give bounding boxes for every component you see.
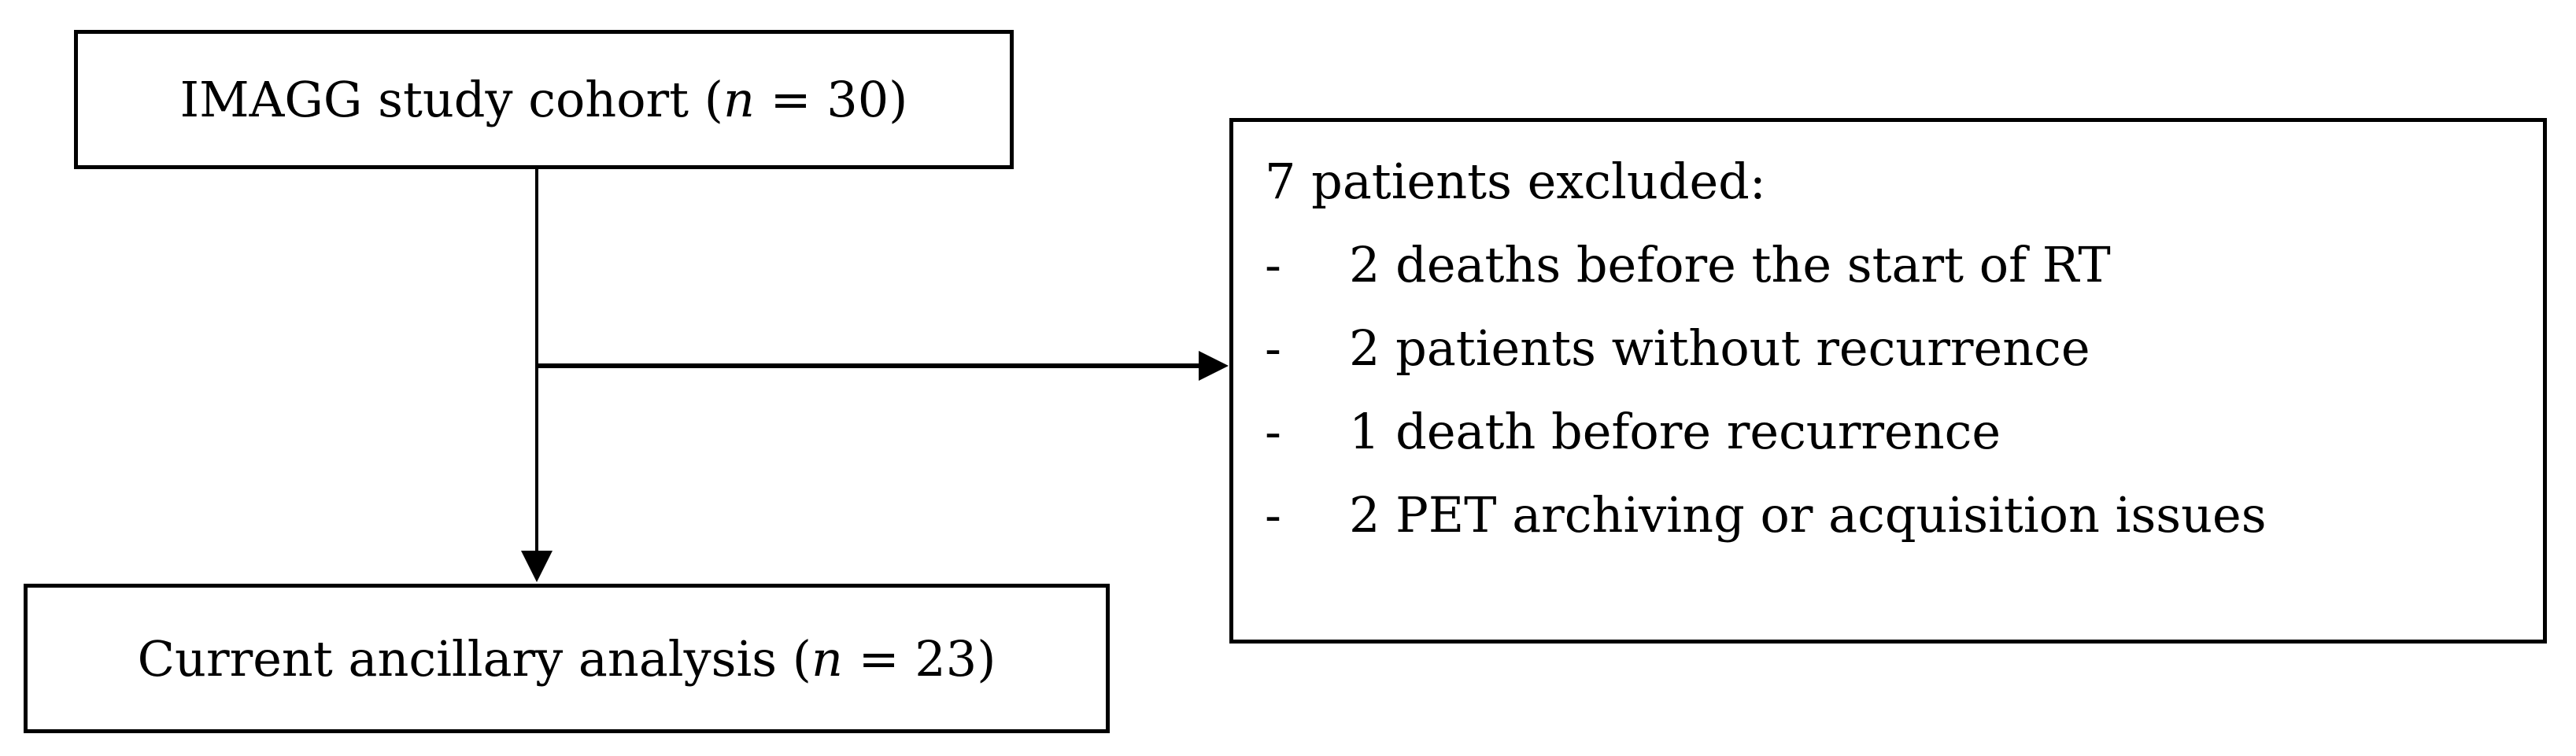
excluded-item: - 1 death before recurrence bbox=[1265, 389, 2523, 473]
excluded-item-text: 2 deaths before the start of RT bbox=[1349, 235, 2111, 293]
cohort-label-prefix: IMAGG study cohort ( bbox=[179, 71, 723, 128]
right-arrowhead bbox=[1199, 351, 1229, 381]
vertical-connector-line bbox=[535, 169, 538, 552]
excluded-item-text: 2 patients without recurrence bbox=[1349, 319, 2090, 377]
excluded-item-bullet: - bbox=[1265, 485, 1281, 544]
down-arrowhead bbox=[521, 551, 553, 582]
analysis-box-label: Current ancillary analysis (n = 23) bbox=[138, 630, 996, 688]
analysis-label-suffix: = 23) bbox=[842, 629, 996, 688]
excluded-item-text: 1 death before recurrence bbox=[1349, 402, 2001, 460]
cohort-label-suffix: = 30) bbox=[754, 71, 908, 128]
excluded-item-bullet: - bbox=[1265, 235, 1281, 293]
cohort-box-label: IMAGG study cohort (n = 30) bbox=[180, 71, 908, 128]
excluded-box-content: 7 patients excluded: - 2 deaths before t… bbox=[1233, 122, 2543, 556]
excluded-item: - 2 deaths before the start of RT bbox=[1265, 223, 2523, 306]
analysis-n-symbol: n bbox=[811, 629, 843, 688]
analysis-label-prefix: Current ancillary analysis ( bbox=[137, 629, 811, 688]
excluded-item-bullet: - bbox=[1265, 402, 1281, 460]
excluded-item-text: 2 PET archiving or acquisition issues bbox=[1349, 485, 2267, 544]
excluded-box: 7 patients excluded: - 2 deaths before t… bbox=[1229, 118, 2547, 644]
cohort-box: IMAGG study cohort (n = 30) bbox=[74, 30, 1014, 169]
excluded-title: 7 patients excluded: bbox=[1265, 152, 1766, 210]
horizontal-connector-line bbox=[537, 363, 1202, 368]
analysis-box: Current ancillary analysis (n = 23) bbox=[24, 584, 1110, 733]
excluded-item-bullet: - bbox=[1265, 319, 1281, 377]
cohort-n-symbol: n bbox=[723, 71, 755, 128]
excluded-item: - 2 PET archiving or acquisition issues bbox=[1265, 473, 2523, 556]
excluded-item: - 2 patients without recurrence bbox=[1265, 306, 2523, 389]
